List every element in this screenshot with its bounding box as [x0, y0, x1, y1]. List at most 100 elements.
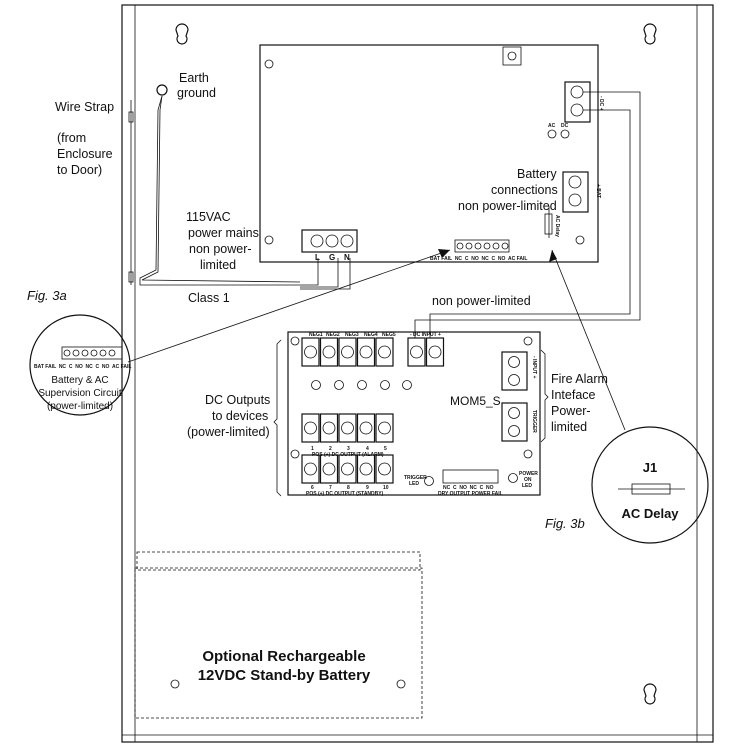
neg-terminal	[356, 337, 376, 367]
standby-num: 6	[311, 485, 314, 491]
dry-output-label: DRY OUTPUT POWER FAIL	[438, 491, 503, 497]
ac-led-label: AC	[548, 123, 556, 129]
supervision-terminal-block: BAT FAIL NC C NO NC C NO AC FAIL	[430, 239, 527, 262]
standby-num: 10	[383, 485, 389, 491]
alarm-num: 3	[347, 446, 350, 452]
trigger-label: TRIGGER	[531, 410, 537, 433]
battery-connections-label: Battery	[517, 167, 557, 181]
power-led-label: ON	[524, 477, 532, 483]
fire-alarm-label: limited	[551, 420, 587, 434]
from-enclosure-label: Enclosure	[57, 147, 113, 161]
fig3b-label: Fig. 3b	[545, 516, 585, 531]
standby-output-terminal	[338, 454, 357, 484]
keyhole-icon	[175, 23, 657, 705]
neg2-label: NEG2	[326, 332, 340, 338]
neg-terminal	[375, 337, 394, 367]
terminal-n: N	[344, 253, 350, 262]
dry-output-terminals	[442, 469, 499, 484]
power-mains-text: power mains	[188, 226, 259, 240]
standby-output-label: POS (+) DC OUTPUT (STANDBY)	[306, 491, 384, 497]
alarm-output-terminal	[356, 413, 376, 443]
screw-icon	[304, 462, 317, 476]
terminal-g: G	[329, 253, 335, 262]
power-supply-board: L G N BAT FAIL NC C NO NC C NO AC FAIL -…	[259, 44, 604, 263]
fire-alarm-label: Inteface	[551, 388, 596, 402]
screw-icon	[322, 462, 336, 476]
alarm-num: 4	[366, 446, 369, 452]
fig3a-title: Supervision Circuit	[38, 388, 122, 399]
fig3a-title: (power-limited)	[47, 401, 113, 412]
output-leds	[311, 380, 412, 390]
dc-terminal-label: - DC +	[598, 96, 604, 111]
power-led-label: LED	[522, 483, 532, 489]
fire-alarm-label: Fire Alarm	[551, 372, 608, 386]
neg-terminal	[319, 337, 339, 367]
neg3-label: NEG3	[345, 332, 359, 338]
dc-input-terminal	[425, 337, 445, 367]
screw-icon	[322, 345, 336, 359]
fig3b-inset: J1 AC Delay Fig. 3b	[545, 249, 709, 544]
neg-terminals	[301, 337, 445, 484]
neg1-label: NEG1	[309, 332, 323, 338]
screw-icon	[304, 345, 317, 359]
neg-terminal	[338, 337, 357, 367]
alarm-output-terminal	[319, 413, 339, 443]
fire-alarm-bracket	[540, 349, 549, 443]
mom5-name: MOM5_S	[450, 394, 501, 408]
supervision-terminal-labels: BAT FAIL NC C NO NC C NO AC FAIL	[430, 256, 527, 262]
earth-ground-label: ground	[177, 86, 216, 100]
screw-icon	[428, 345, 442, 359]
alarm-output-terminal	[301, 413, 320, 443]
fig3a-label: Fig. 3a	[27, 288, 67, 303]
standby-num: 7	[329, 485, 332, 491]
alarm-num: 5	[384, 446, 387, 452]
power-mains-label: 115VAC power mains non power- limited Cl…	[186, 210, 351, 305]
neg4-label: NEG4	[364, 332, 378, 338]
terminal-l: L	[315, 253, 320, 262]
jumper-icon	[631, 483, 671, 495]
power-mains-text: limited	[200, 258, 236, 272]
alarm-output-terminal	[375, 413, 394, 443]
dc-wiring: non power-limited	[414, 91, 641, 338]
wire-strap-label: Wire Strap	[55, 100, 114, 114]
screw-icon	[341, 462, 354, 476]
ac-delay-title: AC Delay	[621, 506, 679, 521]
fire-alarm-label: Power-	[551, 404, 591, 418]
earth-ground: Earth ground	[139, 71, 319, 286]
alarm-output-label: POS (+) DC OUTPUT (ALARM)	[312, 452, 384, 458]
earth-ground-label: Earth	[179, 71, 209, 85]
lgn-terminal-block: L G N	[301, 229, 358, 262]
alarm-num: 1	[311, 446, 314, 452]
fig3a-title: Battery & AC	[51, 375, 108, 386]
bat-terminal-label: + BAT -	[595, 184, 601, 202]
standby-num: 8	[347, 485, 350, 491]
dc-outputs-label: to devices	[212, 409, 268, 423]
alarm-output-terminal	[338, 413, 357, 443]
standby-output-terminal	[375, 454, 394, 484]
battery-label: 12VDC Stand-by Battery	[198, 667, 371, 684]
led-indicators: AC DC	[547, 123, 570, 139]
dc-outputs-label: (power-limited)	[187, 425, 270, 439]
power-led-label: POWER	[519, 471, 538, 477]
standby-battery: Optional Rechargeable 12VDC Stand-by Bat…	[134, 551, 423, 719]
battery-label: Optional Rechargeable	[202, 648, 365, 665]
power-mains-text: 115VAC	[186, 210, 231, 224]
screw-icon	[359, 421, 373, 435]
standby-output-terminal	[356, 454, 376, 484]
enclosure	[121, 4, 714, 743]
screw-icon	[359, 345, 373, 359]
class1-label: Class 1	[188, 291, 230, 305]
input-terminals: - INPUT + TRIGGER	[501, 351, 537, 442]
from-enclosure-label: to Door)	[57, 163, 102, 177]
trigger-led-label: TRIGGER	[404, 475, 427, 481]
dry-terms-label: NC C NO NC C NO	[443, 485, 494, 491]
trigger-led-label: LED	[409, 481, 419, 487]
neg-terminal	[301, 337, 320, 367]
standby-num: 9	[366, 485, 369, 491]
standby-output-terminal	[319, 454, 339, 484]
power-led	[508, 473, 518, 483]
dc-input-label: - DC INPUT +	[410, 332, 441, 338]
alarm-num: 2	[329, 446, 332, 452]
screw-icon	[341, 421, 354, 435]
screw-icon	[378, 421, 391, 435]
